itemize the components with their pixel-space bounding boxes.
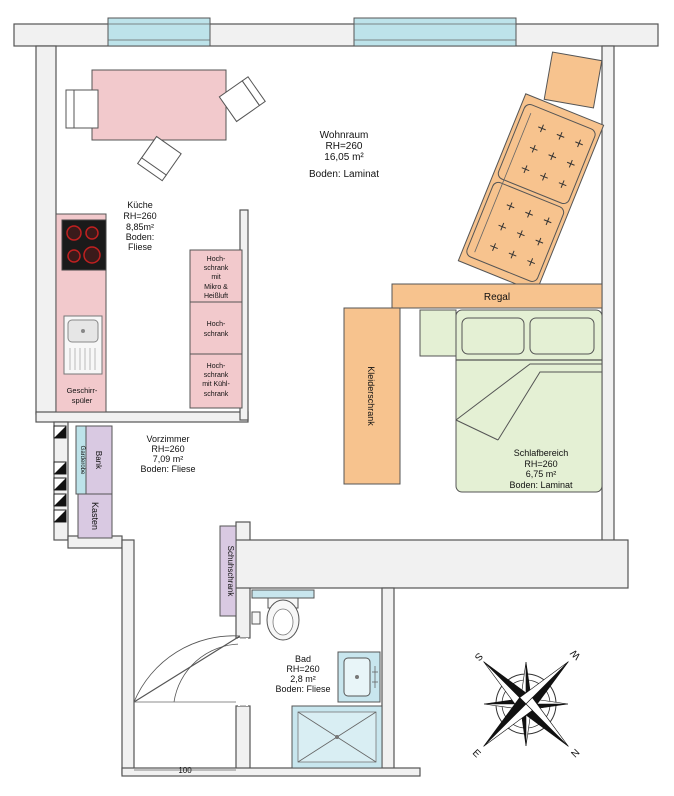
kitchen-sink-icon [63,315,103,375]
hs3-line1: Hoch- [207,363,226,370]
label-vorzimmer-height: RH=260 [151,444,184,454]
label-bank: Bank [94,451,103,470]
label-vorzimmer-name: Vorzimmer [146,434,189,444]
label-schlafbereich-name: Schlafbereich [514,448,569,458]
kasten: Kasten [77,493,113,539]
shower-tray-icon [291,705,383,769]
hochschrank-mikro: Hoch- schrank mit Mikro & Heißluft [189,249,243,303]
compass-label-n: N [569,747,582,760]
label-wohnraum-floor: Boden: Laminat [309,169,379,180]
label-garderobe: Garderobe [79,446,85,475]
hs3-line3: mit Kühl- [202,381,230,388]
label-geschirrspueler-1: Geschirr- [67,386,98,395]
bathroom-sink-icon [337,651,381,703]
toilet-paper-icon [251,611,261,625]
label-kueche-height: RH=260 [123,211,156,221]
label-bad-height: RH=260 [286,664,319,674]
hs1-line4: Mikro & [204,284,228,291]
kleiderschrank: Kleiderschrank [343,307,401,485]
hs1-line1: Hoch- [207,256,226,263]
label-wohnraum-name: Wohnraum [320,130,369,141]
compass-rose-icon: S W N E [470,647,583,761]
hochschrank: Hoch- schrank [189,301,243,355]
side-table [543,51,603,109]
schuhschrank: Schuhschrank [219,525,237,617]
label-vorzimmer-floor: Boden: Fliese [140,464,195,474]
compass-label-e: E [470,748,483,761]
dining-chair-bottom [136,135,182,182]
label-door-width: 100 [178,766,192,775]
sofa [457,93,605,293]
label-vorzimmer-area: 7,09 m² [153,454,184,464]
label-regal: Regal [484,292,510,303]
entrance-door [133,635,241,703]
hs3-line4: schrank [204,391,229,398]
label-wohnraum-height: RH=260 [326,141,363,152]
cooktop-icon [61,219,107,271]
dining-chair-right [218,76,266,123]
hs1-line5: Heißluft [204,293,228,300]
label-kueche-name: Küche [127,200,153,210]
nightstand [419,309,457,357]
label-bad-area: 2,8 m² [290,674,316,684]
bed [455,309,603,493]
dining-chair-left [65,89,99,129]
compass-label-s: S [472,650,485,663]
hs2-line1: Hoch- [207,321,226,328]
hochschrank-kuehlschrank: Hoch- schrank mit Kühl- schrank [189,353,243,409]
compass-label-w: W [568,647,583,662]
label-bad-name: Bad [295,654,311,664]
label-kasten: Kasten [90,502,100,530]
label-schlafbereich-area: 6,75 m² [526,469,557,479]
label-bad-floor: Boden: Fliese [275,684,330,694]
label-schuhschrank: Schuhschrank [226,546,235,598]
hs2-line2: schrank [204,331,229,338]
hs1-line2: schrank [204,265,229,272]
garderobe: Garderobe [75,425,87,495]
label-wohnraum-area: 16,05 m² [324,152,364,163]
label-kueche-area: 8,85m² [126,222,154,232]
label-schlafbereich-height: RH=260 [524,459,557,469]
label-schlafbereich-floor: Boden: Laminat [509,480,573,490]
toilet-icon [251,589,315,641]
dining-table [91,69,227,141]
door-width-dimension: 100 [134,766,236,775]
label-geschirrspueler-2: spüler [72,396,93,405]
regal: Regal [391,283,603,309]
label-kueche-floor2: Fliese [128,242,152,252]
bath-door [238,637,248,707]
label-kleiderschrank: Kleiderschrank [366,366,376,426]
hs1-line3: mit [211,274,220,281]
label-kueche-floor1: Boden: [126,232,155,242]
switches [53,425,67,523]
hs3-line2: schrank [204,372,229,379]
windows [107,17,517,47]
bank: Bank [85,425,113,495]
